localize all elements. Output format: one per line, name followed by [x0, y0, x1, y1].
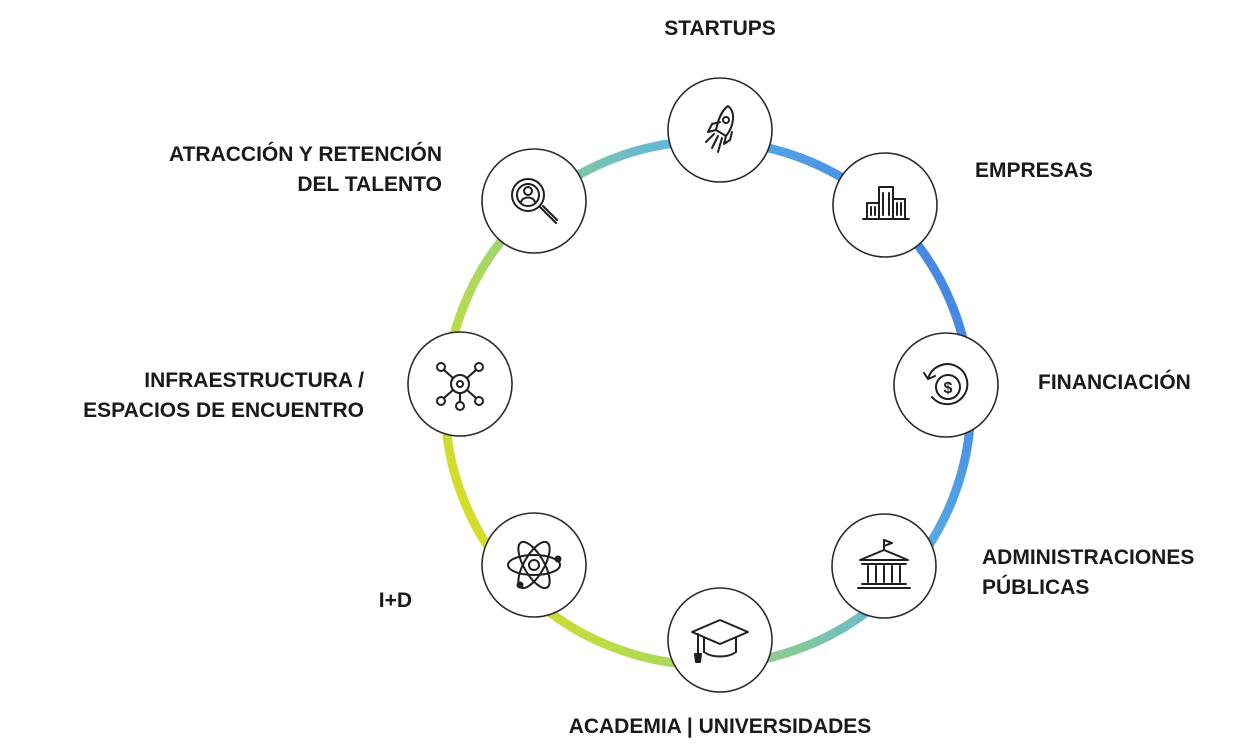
label-infraestructura: INFRAESTRUCTURA / ESPACIOS DE ENCUENTRO — [20, 366, 364, 426]
node-infraestructura — [407, 331, 513, 437]
node-i-d — [481, 512, 587, 618]
government-building-icon — [857, 539, 911, 589]
label-startups: STARTUPS — [620, 14, 820, 44]
node-talento — [481, 148, 587, 254]
label-talento-line-1: ATRACCIÓN Y RETENCIÓN — [168, 143, 442, 166]
node-startups — [667, 77, 773, 183]
network-hub-icon — [436, 362, 484, 411]
label-financiacion-line-1: FINANCIACIÓN — [1038, 371, 1191, 394]
node-academia — [667, 587, 773, 693]
graduation-cap-icon — [691, 619, 749, 663]
label-administraciones-line-1: ADMINISTRACIONES — [982, 546, 1195, 569]
label-financiacion: FINANCIACIÓN — [1038, 368, 1191, 398]
svg-text:$: $ — [944, 380, 953, 397]
label-infraestructura-line-1: INFRAESTRUCTURA / — [144, 369, 364, 392]
label-i-d-line-1: I+D — [378, 589, 412, 612]
label-infraestructura-line-2: ESPACIOS DE ENCUENTRO — [83, 399, 364, 422]
label-empresas-line-1: EMPRESAS — [975, 159, 1093, 182]
label-i-d: I+D — [300, 586, 412, 616]
label-talento-line-2: DEL TALENTO — [297, 173, 442, 196]
rocket-icon — [705, 105, 734, 153]
label-talento: ATRACCIÓN Y RETENCIÓN DEL TALENTO — [60, 140, 442, 200]
label-academia: ACADEMIA | UNIVERSIDADES — [560, 712, 880, 742]
buildings-icon — [862, 186, 910, 220]
dollar-coin-cycle-icon: $ — [923, 363, 969, 406]
label-startups-line-1: STARTUPS — [664, 17, 776, 40]
node-empresas — [832, 152, 938, 258]
atom-icon — [507, 540, 562, 590]
user-search-icon — [511, 178, 558, 224]
label-administraciones-line-2: PÚBLICAS — [982, 576, 1090, 599]
label-empresas: EMPRESAS — [975, 156, 1093, 186]
node-administraciones — [831, 513, 937, 619]
label-administraciones: ADMINISTRACIONES PÚBLICAS — [982, 543, 1194, 603]
node-financiacion: $ — [893, 332, 999, 438]
label-academia-line-1: ACADEMIA | UNIVERSIDADES — [568, 715, 872, 738]
